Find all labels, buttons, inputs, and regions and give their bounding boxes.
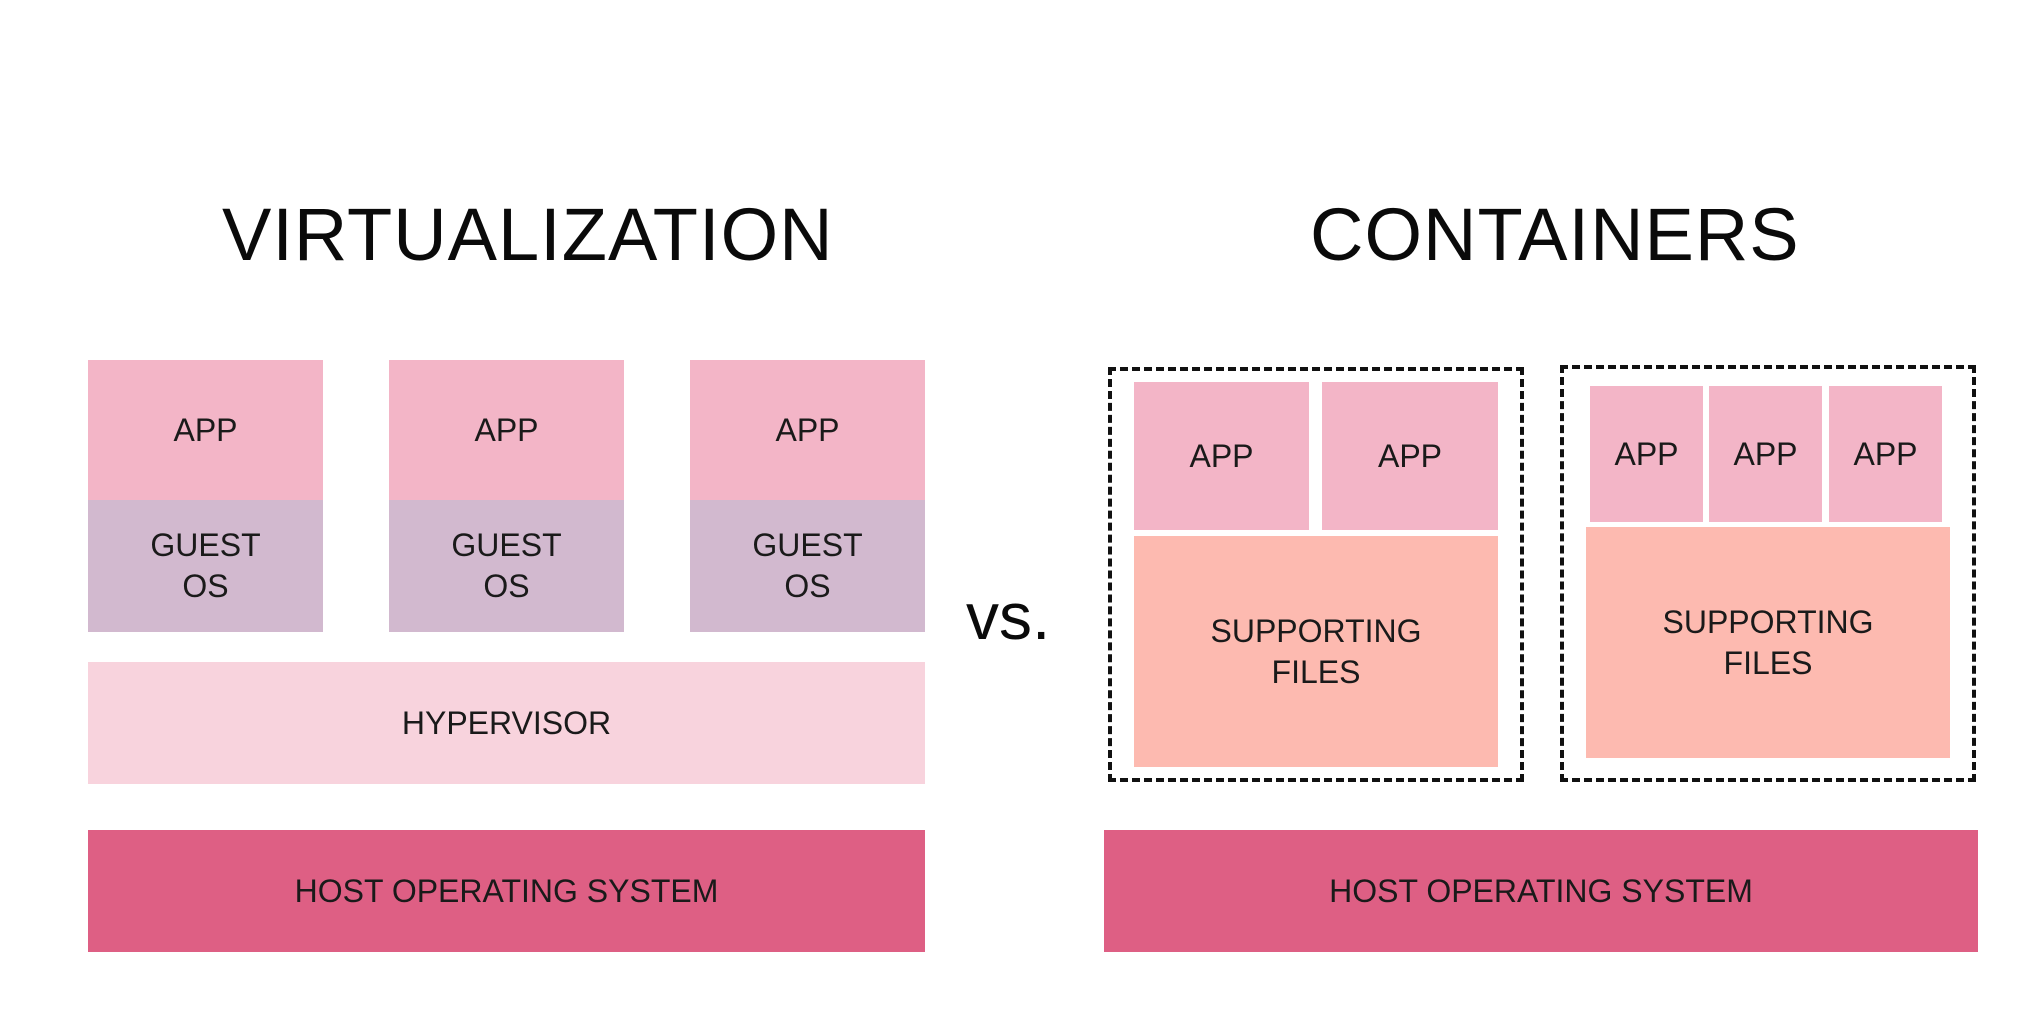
- vm-2-guest-os-label: GUEST OS: [451, 527, 562, 604]
- vm-3-app: APP: [690, 360, 925, 500]
- container-1-app-1-label: APP: [1189, 437, 1254, 474]
- container-1-supporting-files: SUPPORTING FILES: [1134, 536, 1498, 767]
- virtualization-title: VIRTUALIZATION: [222, 193, 834, 276]
- container-1-app-1: APP: [1134, 382, 1309, 530]
- container-1-app-2-label: APP: [1377, 437, 1443, 474]
- vm-1-app-label: APP: [173, 411, 238, 448]
- container-1-supporting-files-label: SUPPORTING FILES: [1210, 612, 1422, 690]
- container-1-border: [1108, 367, 1524, 782]
- containers-title: CONTAINERS: [1310, 193, 1800, 276]
- container-2-app-2-label: APP: [1733, 435, 1798, 472]
- container-1-app-2: APP: [1322, 382, 1498, 530]
- container-2-app-3: APP: [1829, 386, 1942, 522]
- container-2-border: [1560, 365, 1976, 782]
- hypervisor-layer: HYPERVISOR: [88, 662, 925, 784]
- vm-3-guest-os-label: GUEST OS: [752, 527, 863, 604]
- vm-3-app-label: APP: [775, 411, 840, 448]
- vm-3-guest-os: GUEST OS: [690, 500, 925, 632]
- container-2-app-2: APP: [1709, 386, 1822, 522]
- containers-host-os-label: HOST OPERATING SYSTEM: [1329, 872, 1753, 909]
- virtualization-host-os: HOST OPERATING SYSTEM: [88, 830, 925, 952]
- containers-host-os: HOST OPERATING SYSTEM: [1104, 830, 1978, 952]
- container-2-app-3-label: APP: [1853, 435, 1918, 472]
- vm-2-guest-os: GUEST OS: [389, 500, 624, 632]
- container-2-app-1-label: APP: [1614, 435, 1679, 472]
- virtualization-host-os-label: HOST OPERATING SYSTEM: [294, 872, 719, 909]
- vm-2-app-label: APP: [474, 411, 539, 448]
- vm-1-guest-os-label: GUEST OS: [150, 527, 261, 604]
- container-2-supporting-files: SUPPORTING FILES: [1586, 527, 1950, 758]
- container-2-supporting-files-label: SUPPORTING FILES: [1662, 603, 1874, 681]
- vm-1-guest-os: GUEST OS: [88, 500, 323, 632]
- vm-2-app: APP: [389, 360, 624, 500]
- hypervisor-label: HYPERVISOR: [401, 704, 612, 741]
- vm-1-app: APP: [88, 360, 323, 500]
- vs-label: vs.: [966, 579, 1051, 653]
- container-2-app-1: APP: [1590, 386, 1703, 522]
